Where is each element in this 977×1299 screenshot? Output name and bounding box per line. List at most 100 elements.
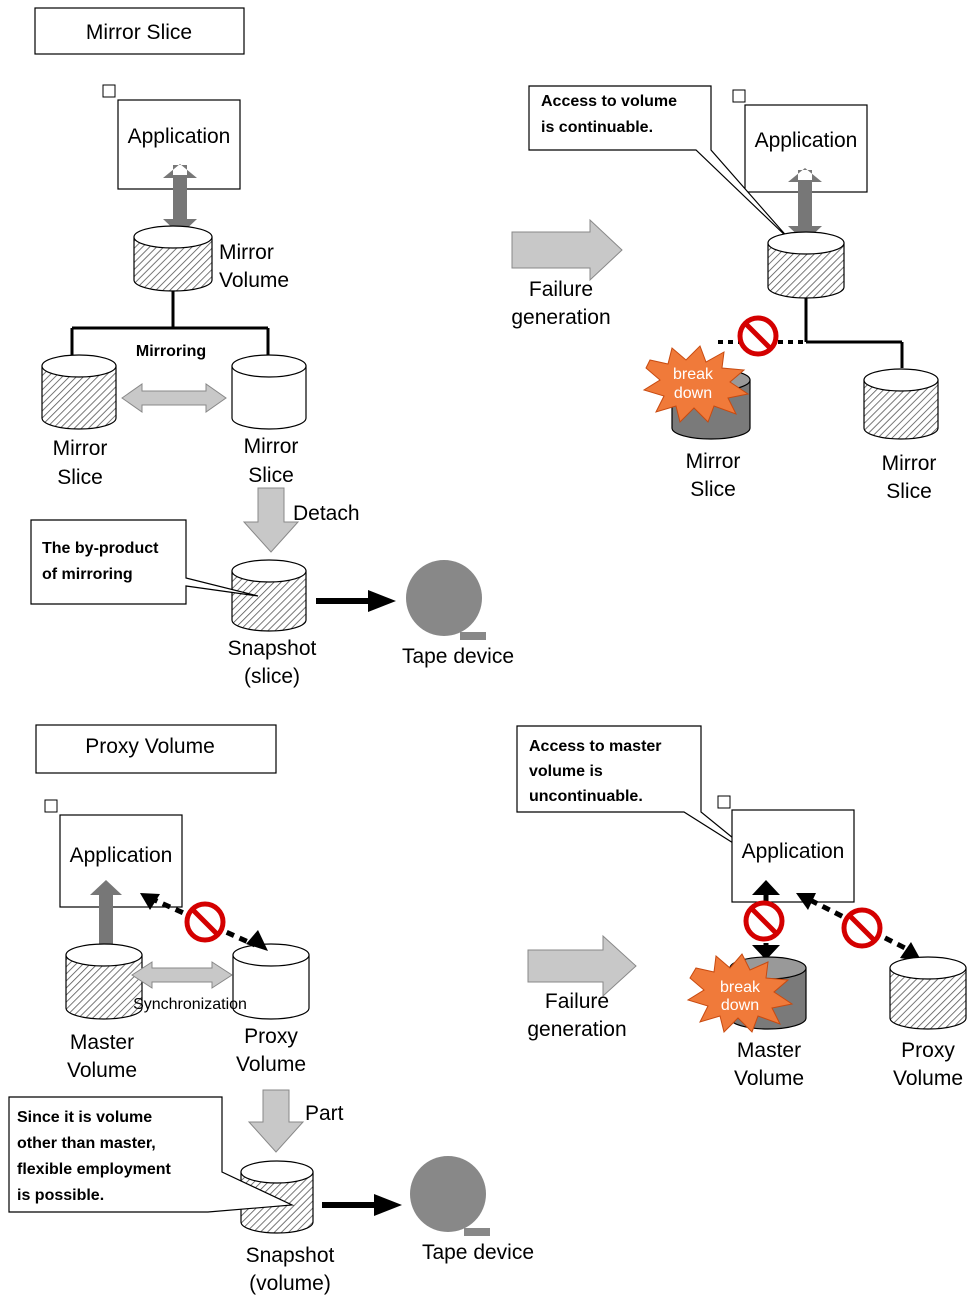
prohibited-icon xyxy=(841,907,883,949)
snapshot-label-2: (slice) xyxy=(244,665,300,688)
sync-double-arrow-icon xyxy=(121,383,227,413)
io-arrow-shaft xyxy=(173,175,187,225)
breakdown-burst-icon xyxy=(642,345,750,423)
tape-device-label: Tape device xyxy=(402,645,514,668)
part-arrow-icon xyxy=(247,1089,305,1153)
section-title-box xyxy=(34,7,245,55)
application-box xyxy=(117,99,241,190)
application-label: Application xyxy=(742,840,845,863)
callout-line-2: is continuable. xyxy=(541,119,653,136)
callout-box xyxy=(8,1096,295,1213)
synchronization-label: Synchronization xyxy=(133,996,247,1013)
callout-line-1: Since it is volume xyxy=(17,1109,152,1126)
breakdown-label-1: break xyxy=(720,979,761,996)
proxy-volume-cylinder xyxy=(889,956,967,1030)
copy-arrow-head-icon xyxy=(374,1194,402,1216)
callout-line-1: Access to volume xyxy=(541,93,677,110)
copy-arrow-head-icon xyxy=(368,590,396,612)
arrow-head-icon xyxy=(246,930,268,951)
section-title: Mirror Slice xyxy=(86,21,192,44)
arrow-head-icon xyxy=(752,880,780,895)
window-corner-icon xyxy=(717,795,731,809)
link-dotted-line xyxy=(808,897,907,951)
sync-double-arrow-icon xyxy=(131,961,233,989)
window-corner-icon xyxy=(44,799,58,813)
proxy-volume-cylinder xyxy=(232,943,310,1020)
failure-label-2: generation xyxy=(527,1018,626,1041)
callout-line-3: uncontinuable. xyxy=(529,788,643,805)
mirror-volume-label-1: Mirror xyxy=(219,241,274,264)
callout-line-2: other than master, xyxy=(17,1135,156,1152)
mirror-volume-label-2: Volume xyxy=(219,269,289,292)
mirroring-label: Mirroring xyxy=(136,343,206,360)
breakdown-label-1: break xyxy=(673,366,714,383)
arrow-head-icon xyxy=(140,893,160,910)
part-label: Part xyxy=(305,1102,344,1125)
snapshot-label-2: (volume) xyxy=(249,1272,331,1295)
master-label-2: Volume xyxy=(734,1067,804,1090)
section-title: Proxy Volume xyxy=(85,735,215,758)
proxy-section: Proxy Volume Application Synchronization… xyxy=(8,724,534,1295)
application-label: Application xyxy=(70,844,173,867)
proxy-label-2: Volume xyxy=(236,1053,306,1076)
application-box xyxy=(59,814,183,908)
arrow-head-icon xyxy=(752,945,780,960)
prohibited-icon xyxy=(743,900,785,942)
callout-line-1: The by-product xyxy=(42,540,159,557)
callout-box xyxy=(30,519,259,605)
slice-left-label-1: Mirror xyxy=(686,450,741,473)
mirror-slice-right-cylinder xyxy=(863,368,939,440)
failure-label-2: generation xyxy=(511,306,610,329)
callout-line-4: is possible. xyxy=(17,1187,104,1204)
mirror-section: Mirror Slice Application Mirror Volume M… xyxy=(30,7,514,688)
callout-line-2: volume is xyxy=(529,763,603,780)
prohibited-icon xyxy=(184,901,226,943)
tape-device-icon xyxy=(406,560,486,640)
application-label: Application xyxy=(128,125,231,148)
proxy-label-1: Proxy xyxy=(901,1039,955,1062)
mirror-failure-section: Failure generation Application Access to… xyxy=(511,85,939,503)
detach-arrow-icon xyxy=(242,487,300,553)
io-arrow-up-icon xyxy=(90,880,122,895)
mirror-slice-left-cylinder xyxy=(41,354,117,430)
mirror-slice-right-cylinder xyxy=(231,354,307,430)
tape-device-icon xyxy=(410,1156,490,1236)
application-label: Application xyxy=(755,129,858,152)
breakdown-label-2: down xyxy=(721,997,759,1014)
callout-line-3: flexible employment xyxy=(17,1161,171,1178)
window-corner-icon xyxy=(732,89,746,103)
slice-right-label-1: Mirror xyxy=(882,452,937,475)
snapshot-label-1: Snapshot xyxy=(228,637,317,660)
tape-device-label: Tape device xyxy=(422,1241,534,1264)
snapshot-slice-cylinder xyxy=(231,559,307,632)
slice-right-label-2: Slice xyxy=(248,464,294,487)
io-arrow-up-icon xyxy=(163,164,197,178)
proxy-label-1: Proxy xyxy=(244,1025,298,1048)
failure-label-1: Failure xyxy=(545,990,609,1013)
prohibited-icon xyxy=(737,315,779,357)
io-arrow-shaft xyxy=(798,180,812,230)
proxy-failure-section: Failure generation Access to master volu… xyxy=(516,725,967,1090)
slice-left-label-2: Slice xyxy=(57,466,103,489)
master-label-2: Volume xyxy=(67,1059,137,1082)
callout-line-1: Access to master xyxy=(529,738,662,755)
slice-left-label-1: Mirror xyxy=(53,437,108,460)
snapshot-label-1: Snapshot xyxy=(246,1244,335,1267)
failure-arrow-icon xyxy=(511,218,623,282)
failure-arrow-icon xyxy=(527,934,637,998)
breakdown-label-2: down xyxy=(674,385,712,402)
section-title-box xyxy=(35,724,277,774)
failure-label-1: Failure xyxy=(529,278,593,301)
application-box xyxy=(731,809,855,903)
window-corner-icon xyxy=(102,84,116,98)
mirror-volume-cylinder xyxy=(767,231,845,299)
callout-line-2: of mirroring xyxy=(42,566,133,583)
master-label-1: Master xyxy=(70,1031,134,1054)
detach-label: Detach xyxy=(293,502,360,525)
arrow-head-icon xyxy=(796,893,816,910)
slice-left-label-2: Slice xyxy=(690,478,736,501)
io-arrow-up-icon xyxy=(788,168,822,182)
master-volume-cylinder xyxy=(65,943,143,1020)
proxy-label-2: Volume xyxy=(893,1067,963,1090)
